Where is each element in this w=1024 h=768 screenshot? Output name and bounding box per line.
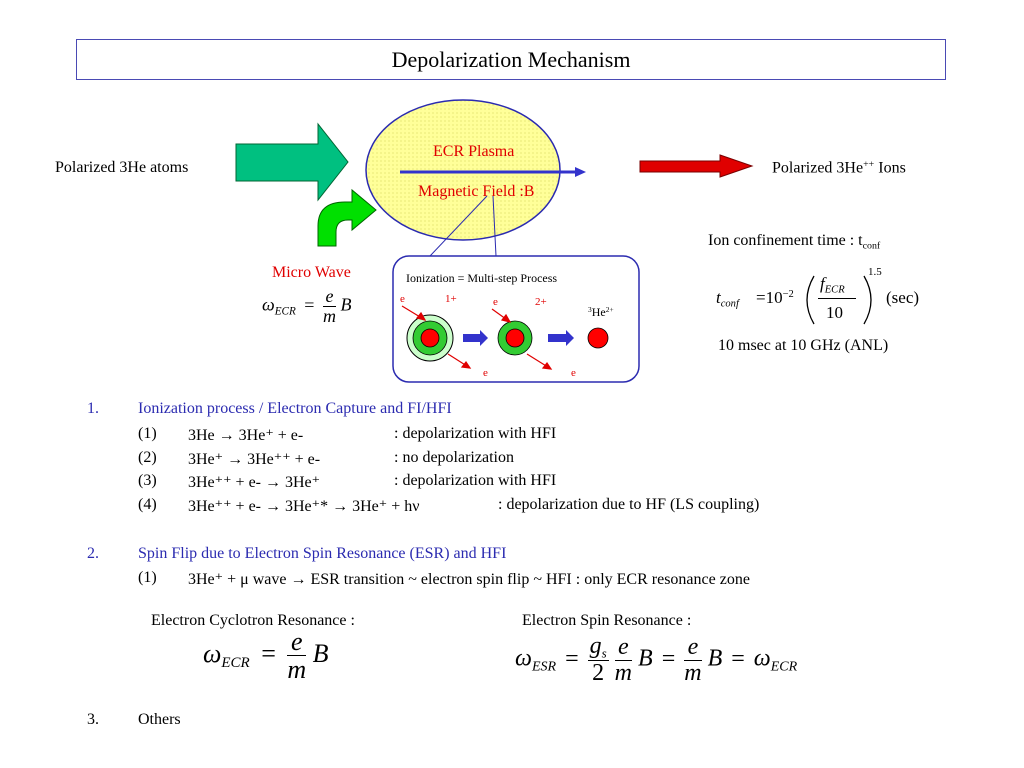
confinement-label: Ion confinement time : tconf	[708, 232, 881, 252]
ionization-box	[392, 255, 640, 383]
callout-line-left	[429, 195, 488, 257]
sub-item-1-3-equation: 3He⁺⁺ + e- → 3He⁺	[188, 474, 321, 491]
confinement-equals-ten: =10−2	[756, 288, 794, 307]
sub-item-2-1-number: (1)	[138, 569, 157, 586]
sub-item-1-2-equation: 3He⁺ → 3He⁺⁺ + e-	[188, 451, 321, 468]
paren-right	[863, 275, 872, 325]
page-title: Depolarization Mechanism	[391, 46, 631, 72]
confinement-note: 10 msec at 10 GHz (ANL)	[718, 337, 889, 354]
esr-label: Electron Spin Resonance :	[522, 612, 692, 629]
microwave-label: Micro Wave	[272, 264, 351, 281]
sub-item-1-1-equation: 3He → 3He⁺ + e-	[188, 427, 304, 444]
step-arrow-1	[463, 330, 488, 346]
electron-label-in-1: e	[400, 293, 405, 305]
ionization-title: Ionization = Multi-step Process	[406, 271, 558, 285]
sub-item-1-1-number: (1)	[138, 425, 157, 442]
sub-item-1-1-note: : depolarization with HFI	[394, 425, 557, 442]
list-item-1-title: Ionization process / Electron Capture an…	[138, 400, 452, 417]
ecr-plasma-ellipse	[365, 99, 561, 241]
sub-item-2-1-text: 3He⁺ + μ wave → ESR transition ~ electro…	[188, 571, 750, 588]
list-item-2-title: Spin Flip due to Electron Spin Resonance…	[138, 545, 507, 562]
callout-line-right	[492, 195, 497, 257]
nucleus-2plus	[587, 327, 609, 349]
ecr-plasma-label: ECR Plasma	[433, 143, 515, 160]
magnetic-field-arrowhead	[575, 167, 586, 177]
output-label: Polarized 3He++ Ions	[772, 159, 906, 177]
title-box: Depolarization Mechanism	[76, 39, 946, 80]
charge-label-1plus: 1+	[445, 293, 457, 305]
confinement-unit: (sec)	[886, 288, 920, 307]
sub-item-1-2-note: : no depolarization	[394, 449, 514, 466]
sub-item-1-3-number: (3)	[138, 472, 157, 489]
confinement-power: 1.5	[868, 266, 882, 278]
confinement-frac-num: fECR	[820, 274, 845, 296]
ecr-label: Electron Cyclotron Resonance :	[151, 612, 355, 629]
sub-item-1-3-note: : depolarization with HFI	[394, 472, 557, 489]
list-item-1-number: 1.	[87, 400, 99, 417]
sub-item-1-4-equation: 3He⁺⁺ + e- → 3He⁺* → 3He⁺ + hν	[188, 498, 420, 515]
electron-label-out-1: e	[483, 367, 488, 379]
sub-item-1-2-number: (2)	[138, 449, 157, 466]
sub-item-1-4-note: : depolarization due to HF (LS coupling)	[498, 496, 760, 513]
list-item-3-number: 3.	[87, 711, 99, 728]
list-item-3-title: Others	[138, 711, 181, 728]
electron-label-out-2: e	[571, 367, 576, 379]
confinement-t: tconf	[716, 288, 739, 310]
confinement-frac-den: 10	[826, 303, 843, 322]
step-arrow-2	[548, 330, 574, 346]
paren-left	[806, 275, 815, 325]
confinement-frac-bar	[818, 298, 856, 299]
sub-item-1-4-number: (4)	[138, 496, 157, 513]
output-arrow	[639, 154, 754, 178]
he-nucleus-label: 3He2+	[588, 305, 614, 320]
input-label: Polarized 3He atoms	[55, 159, 189, 176]
list-item-2-number: 2.	[87, 545, 99, 562]
magnetic-field-label: Magnetic Field :B	[418, 183, 535, 200]
electron-label-in-2: e	[493, 296, 498, 308]
charge-label-2plus: 2+	[535, 296, 547, 308]
input-arrow	[235, 122, 349, 202]
microwave-arrow	[317, 188, 377, 247]
